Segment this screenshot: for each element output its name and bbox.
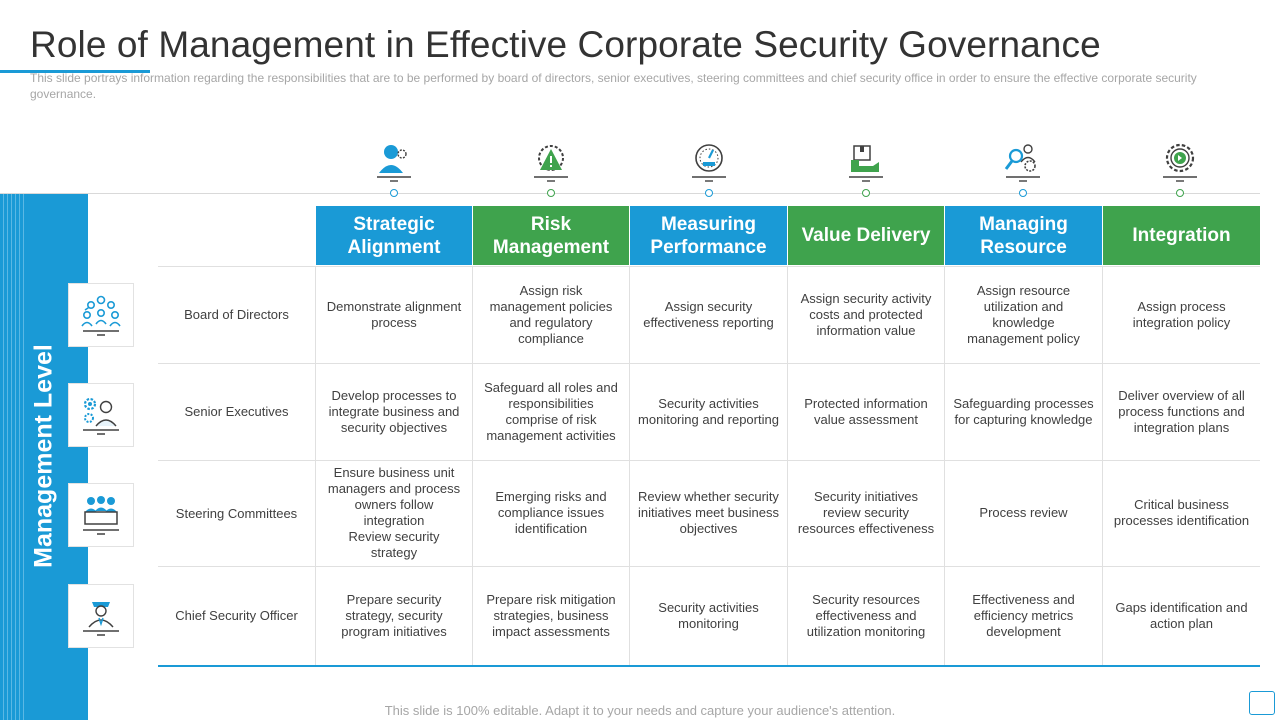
table-cell: Gaps identification and action plan bbox=[1115, 599, 1248, 631]
column-timeline bbox=[0, 193, 1260, 194]
management-level-label: Management Level bbox=[29, 344, 58, 568]
table-cell: Assign resource utilization and knowledg… bbox=[967, 282, 1080, 346]
warning-gear-icon bbox=[528, 140, 574, 186]
column-header-risk-management: Risk Management bbox=[473, 206, 629, 265]
timeline-node bbox=[1176, 189, 1184, 197]
page-subtitle: This slide portrays information regardin… bbox=[30, 71, 1197, 101]
table-cell: Security resources effectiveness and uti… bbox=[806, 591, 926, 639]
column-header-measuring-performance: Measuring Performance bbox=[630, 206, 787, 265]
executive-gear-icon bbox=[68, 383, 134, 447]
table-column-divider bbox=[1102, 266, 1103, 665]
page-title: Role of Management in Effective Corporat… bbox=[30, 24, 1101, 65]
table-column-divider bbox=[629, 266, 630, 665]
security-officer-icon bbox=[68, 584, 134, 648]
title-accent-line bbox=[0, 70, 150, 73]
row-label-senior-executives: Senior Executives bbox=[184, 404, 289, 419]
table-row-divider bbox=[158, 266, 1260, 267]
table-row-divider bbox=[158, 460, 1260, 461]
row-label-steering-committees: Steering Committees bbox=[175, 505, 298, 521]
table-cell: Develop processes to integrate business … bbox=[328, 387, 460, 435]
table-column-divider bbox=[787, 266, 788, 665]
timeline-node bbox=[390, 189, 398, 197]
strategist-person-icon bbox=[371, 140, 417, 186]
table-cell: Demonstrate alignment process bbox=[326, 298, 462, 330]
table-cell: Process review bbox=[979, 505, 1068, 520]
table-cell: Assign risk management policies and regu… bbox=[489, 282, 613, 346]
column-header-integration: Integration bbox=[1103, 206, 1260, 265]
table-cell: Review whether security initiatives meet… bbox=[638, 489, 779, 536]
timeline-node bbox=[705, 189, 713, 197]
timeline-node bbox=[1019, 189, 1027, 197]
table-column-divider bbox=[944, 266, 945, 665]
table-cell: Critical business processes identificati… bbox=[1113, 497, 1250, 528]
table-cell: Security activities monitoring bbox=[658, 599, 759, 631]
table-row-divider bbox=[158, 566, 1260, 567]
table-cell: Effectiveness and efficiency metrics dev… bbox=[972, 591, 1075, 639]
row-label-chief-security-officer: Chief Security Officer bbox=[175, 608, 298, 623]
column-header-value-delivery: Value Delivery bbox=[788, 206, 944, 265]
table-cell: Assign process integration policy bbox=[1132, 298, 1231, 330]
management-level-bar-stripes bbox=[0, 193, 24, 720]
resource-search-icon bbox=[1000, 140, 1046, 186]
column-header-managing-resource: Managing Resource bbox=[945, 206, 1102, 265]
timeline-node bbox=[547, 189, 555, 197]
footer-note: This slide is 100% editable. Adapt it to… bbox=[384, 703, 896, 718]
table-row-divider bbox=[158, 363, 1260, 364]
table-cell: Prepare security strategy, security prog… bbox=[341, 591, 447, 639]
timeline-node bbox=[862, 189, 870, 197]
delivery-box-icon bbox=[843, 140, 889, 186]
committee-desk-icon bbox=[68, 483, 134, 547]
integration-gear-icon bbox=[1157, 140, 1203, 186]
table-cell: Safeguard all roles and responsibilities… bbox=[484, 379, 618, 443]
table-cell: Prepare risk mitigation strategies, busi… bbox=[486, 591, 616, 639]
table-cell: Ensure business unit managers and proces… bbox=[327, 465, 461, 560]
table-cell: Assign security effectiveness reporting bbox=[643, 298, 774, 330]
slide-corner-marker bbox=[1249, 691, 1275, 715]
table-cell: Emerging risks and compliance issues ide… bbox=[495, 489, 607, 536]
table-column-divider bbox=[472, 266, 473, 665]
table-cell: Deliver overview of all process function… bbox=[1118, 387, 1245, 435]
table-cell: Protected information value assessment bbox=[804, 395, 928, 427]
board-group-icon bbox=[68, 283, 134, 347]
speedometer-icon bbox=[686, 140, 732, 186]
table-cell: Assign security activity costs and prote… bbox=[800, 290, 932, 338]
column-header-strategic-alignment: Strategic Alignment bbox=[316, 206, 472, 265]
table-column-divider bbox=[315, 266, 316, 665]
row-label-board-of-directors: Board of Directors bbox=[184, 307, 289, 322]
table-cell: Security activities monitoring and repor… bbox=[638, 395, 779, 427]
table-cell: Security initiatives review security res… bbox=[797, 489, 935, 536]
table-bottom-border bbox=[158, 665, 1260, 667]
table-cell: Safeguarding processes for capturing kno… bbox=[953, 395, 1094, 427]
